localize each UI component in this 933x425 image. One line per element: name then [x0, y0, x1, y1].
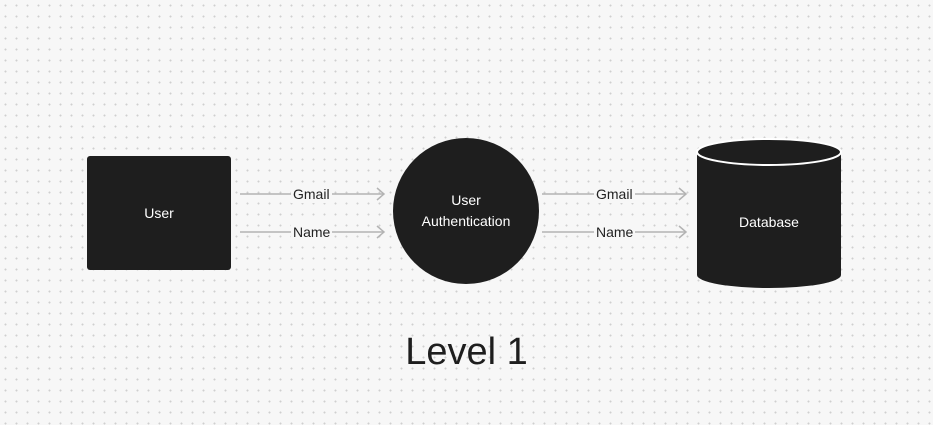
- user-entity-label: User: [144, 204, 174, 221]
- flow-gmail-left-label: Gmail: [291, 185, 332, 203]
- flow-name-left[interactable]: Name: [240, 223, 386, 241]
- database-label: Database: [739, 214, 799, 230]
- flow-name-right-label: Name: [594, 223, 636, 241]
- database-label-wrap: Database: [697, 212, 841, 233]
- level-title: Level 1: [405, 331, 528, 373]
- flow-gmail-right[interactable]: Gmail: [542, 185, 688, 203]
- user-entity[interactable]: User: [87, 156, 231, 270]
- auth-process[interactable]: User Authentication: [393, 138, 539, 284]
- flow-name-left-label: Name: [291, 223, 333, 241]
- auth-process-label-line2: Authentication: [421, 213, 511, 229]
- auth-process-label-line1: User: [451, 192, 481, 208]
- flow-gmail-left[interactable]: Gmail: [240, 185, 386, 203]
- database-cylinder-icon[interactable]: [695, 136, 843, 291]
- flow-name-right[interactable]: Name: [542, 223, 688, 241]
- flow-gmail-right-label: Gmail: [594, 185, 635, 203]
